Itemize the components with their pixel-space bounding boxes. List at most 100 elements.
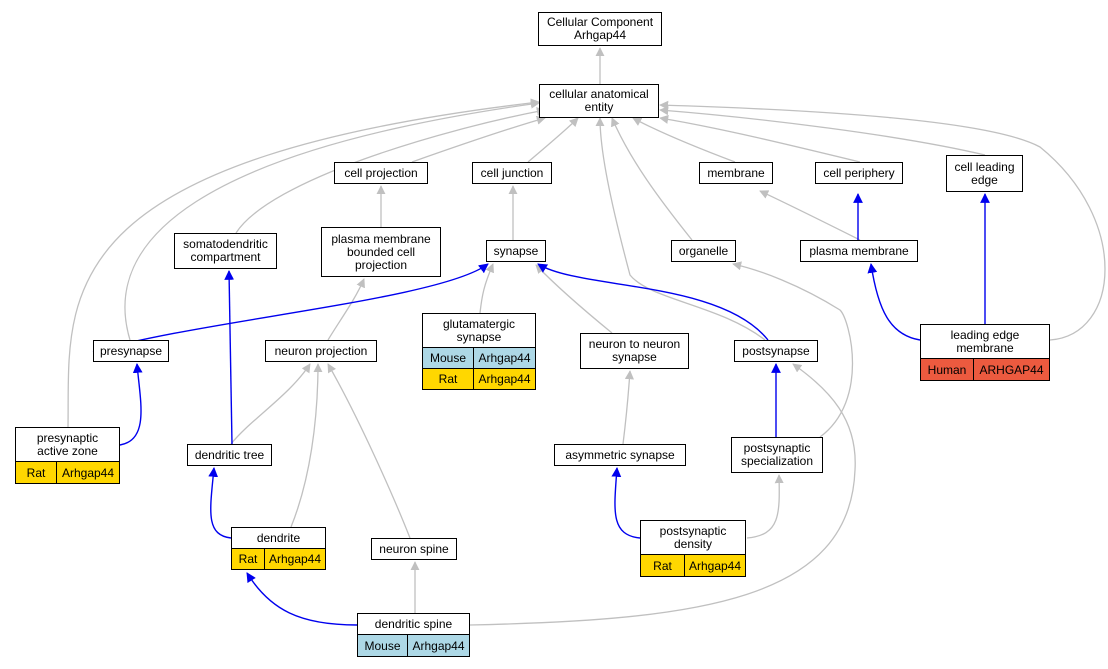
term-node-dendritic-tree[interactable]: dendritic tree: [187, 444, 272, 466]
term-node-synapse[interactable]: synapse: [486, 240, 546, 262]
term-label: somatodendritic compartment: [183, 237, 268, 264]
term-label: presynapse: [99, 343, 163, 358]
term-node-pm-bounded[interactable]: plasma membrane bounded cell projection: [321, 227, 441, 277]
part-of-edge: [224, 270, 235, 445]
is-a-edge: [659, 114, 861, 163]
term-node-cell-periphery[interactable]: cell periphery: [815, 162, 903, 184]
term-node-postsynapse[interactable]: postsynapse: [734, 340, 818, 362]
term-label: dendrite: [256, 530, 301, 545]
term-node-neuron-to-neuron[interactable]: neuron to neuron synapse: [580, 333, 689, 369]
term-node-neuron-spine[interactable]: neuron spine: [371, 538, 457, 560]
species-label: Rat: [438, 372, 458, 386]
term-node-root[interactable]: Cellular Component Arhgap44: [538, 12, 662, 46]
term-node-plasma-membrane[interactable]: plasma membrane: [800, 240, 918, 262]
gene-label: Arhgap44: [473, 348, 535, 368]
term-label: postsynapse: [742, 343, 810, 358]
is-a-edge: [469, 363, 856, 626]
is-a-edge: [327, 278, 365, 341]
term-node-dendritic-spine[interactable]: dendritic spine: [357, 613, 470, 635]
is-a-edge: [659, 100, 1106, 341]
term-node-organelle[interactable]: organelle: [671, 240, 736, 262]
term-node-presynaptic-active-zone[interactable]: presynaptic active zone: [15, 427, 120, 462]
is-a-edge: [632, 117, 736, 163]
gene-label: ARHGAP44: [973, 359, 1049, 380]
species-annotation-row: Human ARHGAP44: [920, 359, 1050, 381]
is-a-edge: [235, 107, 546, 234]
is-a-edge: [290, 363, 323, 528]
gene-label: Arhgap44: [56, 462, 119, 483]
species-label: Rat: [653, 558, 672, 573]
term-label: membrane: [707, 165, 765, 180]
species-annotation-row: Rat Arhgap44: [15, 462, 120, 484]
part-of-edge: [537, 263, 769, 341]
gene-label: Arhgap44: [473, 369, 535, 389]
species-annotation-row: Rat Arhgap44: [231, 549, 326, 570]
term-label: synapse: [493, 243, 539, 258]
term-node-leading-edge-membrane[interactable]: leading edge membrane: [920, 324, 1050, 359]
is-a-edge: [759, 190, 861, 241]
gene-label: Arhgap44: [264, 549, 325, 569]
is-a-edge: [622, 370, 634, 445]
is-a-edge: [659, 106, 986, 156]
term-node-asymmetric-synapse[interactable]: asymmetric synapse: [554, 444, 686, 466]
term-label: organelle: [678, 243, 729, 258]
is-a-edge: [124, 99, 540, 341]
is-a-edge: [527, 117, 579, 163]
term-label: dendritic tree: [194, 447, 265, 462]
part-of-edge: [208, 467, 232, 539]
term-label: cell projection: [344, 165, 418, 180]
is-a-edge: [230, 363, 311, 445]
term-node-glutamatergic[interactable]: glutamatergic synapse: [422, 313, 536, 348]
term-label: presynaptic active zone: [36, 430, 99, 458]
term-label: plasma membrane bounded cell projection: [331, 231, 431, 272]
is-a-edge: [479, 263, 494, 314]
term-label: Cellular Component Arhgap44: [546, 15, 654, 42]
term-node-neuron-projection[interactable]: neuron projection: [265, 340, 377, 362]
term-node-cell-leading-edge[interactable]: cell leading edge: [946, 155, 1023, 192]
species-label: Rat: [238, 552, 258, 566]
term-node-membrane[interactable]: membrane: [699, 162, 773, 184]
is-a-edge: [611, 117, 693, 241]
term-node-cell-projection[interactable]: cell projection: [334, 162, 428, 184]
species-annotation-row: Rat Arhgap44: [640, 555, 746, 577]
species-label: Rat: [26, 465, 46, 480]
part-of-edge: [611, 467, 641, 539]
species-annotation-row: Mouse Arhgap44: [357, 635, 470, 657]
is-a-edge: [732, 261, 854, 438]
term-label: cell periphery: [823, 165, 895, 180]
part-of-edge: [246, 572, 358, 626]
term-node-dendrite[interactable]: dendrite: [231, 527, 326, 549]
is-a-edge: [411, 115, 546, 163]
term-label: cell junction: [480, 165, 544, 180]
term-label: plasma membrane: [809, 243, 909, 258]
part-of-edge: [119, 363, 143, 446]
term-label: dendritic spine: [374, 616, 453, 631]
part-of-edge: [867, 263, 921, 341]
is-a-edge: [535, 264, 613, 334]
species-annotation-row: Mouse Arhgap44: [422, 348, 536, 369]
species-label: Human: [927, 362, 967, 377]
is-a-edge: [67, 98, 540, 428]
gene-label: Arhgap44: [684, 555, 745, 576]
species-label: Mouse: [429, 351, 467, 365]
term-label: postsynaptic density: [659, 523, 727, 551]
term-label: neuron spine: [379, 541, 449, 556]
is-a-edge: [327, 363, 411, 539]
term-node-presynapse[interactable]: presynapse: [93, 340, 169, 362]
part-of-edge: [92, 263, 489, 353]
species-annotation-row: Rat Arhgap44: [422, 369, 536, 390]
term-node-cell-junction[interactable]: cell junction: [472, 162, 552, 184]
term-label: cell leading edge: [954, 159, 1015, 187]
is-a-edge: [746, 474, 784, 539]
term-node-somatodendritic[interactable]: somatodendritic compartment: [174, 233, 277, 269]
term-label: asymmetric synapse: [565, 447, 675, 462]
term-label: neuron to neuron synapse: [588, 337, 681, 364]
term-node-postsynaptic-density[interactable]: postsynaptic density: [640, 520, 746, 555]
term-label: glutamatergic synapse: [442, 316, 516, 344]
gene-label: Arhgap44: [407, 635, 469, 656]
species-label: Mouse: [364, 638, 401, 653]
term-node-cae[interactable]: cellular anatomical entity: [539, 84, 659, 118]
term-label: postsynaptic specialization: [740, 441, 814, 468]
term-node-postsynaptic-specialization[interactable]: postsynaptic specialization: [731, 437, 823, 473]
